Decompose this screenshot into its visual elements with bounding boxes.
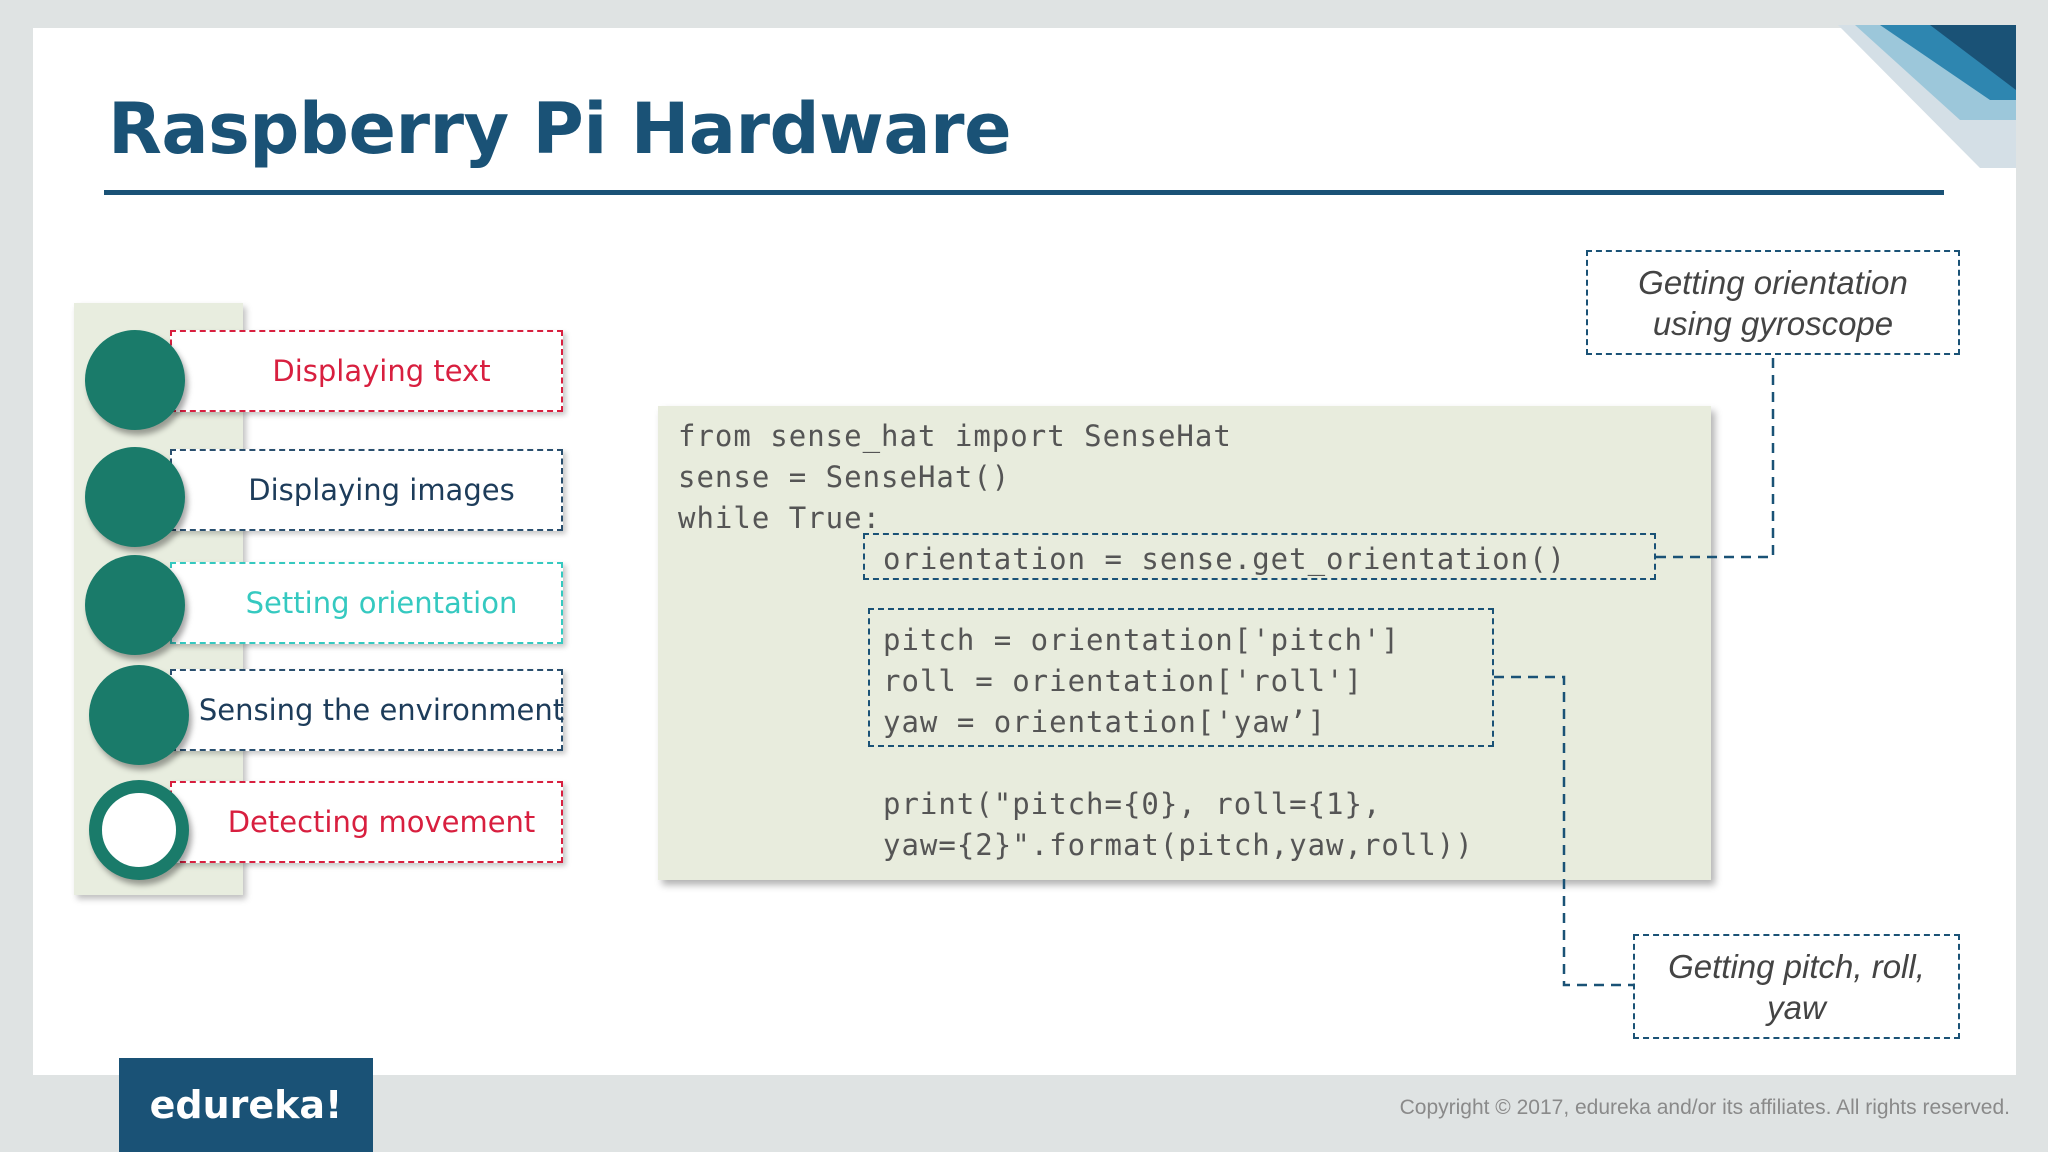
menu-item-displaying-images[interactable]: Displaying images xyxy=(170,449,563,531)
menu-item-label: Setting orientation xyxy=(245,586,518,620)
menu-item-label: Displaying images xyxy=(248,473,515,507)
code-line: orientation = sense.get_orientation() xyxy=(883,542,1567,576)
menu-item-label: Sensing the environment xyxy=(198,693,565,727)
menu-bullet-active-icon xyxy=(89,780,189,880)
callout-gyroscope: Getting orientation using gyroscope xyxy=(1586,250,1960,355)
menu-bullet-icon xyxy=(89,665,189,765)
copyright-notice: Copyright © 2017, edureka and/or its aff… xyxy=(1399,1096,2010,1119)
menu-item-sensing-environment[interactable]: Sensing the environment xyxy=(170,669,565,751)
callout-line: using gyroscope xyxy=(1652,304,1894,342)
menu-item-label: Displaying text xyxy=(272,354,491,388)
menu-item-setting-orientation[interactable]: Setting orientation xyxy=(170,562,563,644)
code-line: pitch = orientation['pitch'] xyxy=(883,623,1400,657)
pitch-roll-yaw-highlight-box xyxy=(868,608,1494,747)
code-line: yaw = orientation['yaw’] xyxy=(883,705,1327,739)
code-line: print("pitch={0}, roll={1}, xyxy=(883,787,1382,821)
code-line: roll = orientation['roll'] xyxy=(883,664,1363,698)
menu-bullet-icon xyxy=(85,330,185,430)
menu-item-displaying-text[interactable]: Displaying text xyxy=(170,330,563,412)
slide-title: Raspberry Pi Hardware xyxy=(108,88,1012,170)
code-line: while True: xyxy=(678,501,882,535)
orientation-highlight-box xyxy=(863,533,1656,580)
menu-item-label: Detecting movement xyxy=(227,805,536,839)
title-underline xyxy=(104,190,1944,195)
code-line: from sense_hat import SenseHat xyxy=(678,419,1232,453)
callout-line: Getting pitch, roll, xyxy=(1668,947,1925,985)
menu-item-detecting-movement[interactable]: Detecting movement xyxy=(170,781,563,863)
code-line: sense = SenseHat() xyxy=(678,460,1011,494)
menu-bullet-icon xyxy=(85,447,185,547)
edureka-logo: edureka! xyxy=(119,1058,373,1152)
callout-line: yaw xyxy=(1767,988,1826,1026)
code-line: yaw={2}".format(pitch,yaw,roll)) xyxy=(883,828,1474,862)
menu-bullet-icon xyxy=(85,555,185,655)
logo-text: edureka! xyxy=(149,1083,343,1127)
callout-line: Getting orientation xyxy=(1638,263,1908,301)
callout-pitch-roll-yaw: Getting pitch, roll, yaw xyxy=(1633,934,1960,1039)
